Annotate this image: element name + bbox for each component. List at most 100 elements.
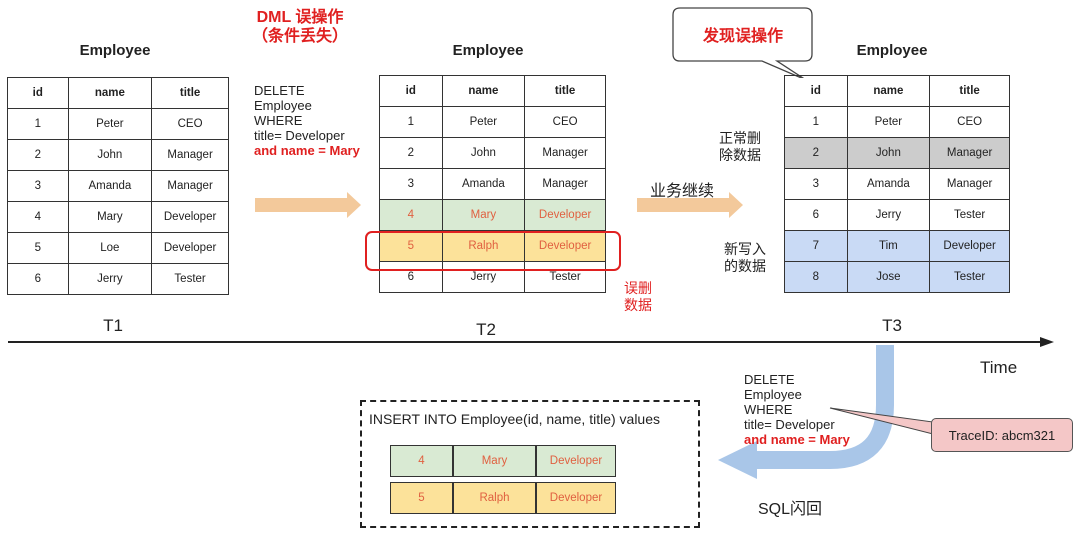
sql-line-condition: and name = Mary [254, 143, 360, 158]
table-header-row: id name title [7, 77, 229, 109]
dml-error-line2: （条件丢失） [251, 28, 348, 45]
cell: Developer [536, 445, 616, 477]
time-axis-label: Time [980, 358, 1018, 377]
t2-table-title: Employee [452, 42, 524, 59]
cell: Developer [524, 199, 606, 231]
cell: CEO [151, 108, 229, 140]
insert-sql-text: INSERT INTO Employee(id, name, title) va… [369, 411, 660, 427]
cell: 3 [784, 168, 848, 200]
cell: Developer [151, 232, 229, 264]
note-line: 误删 [624, 280, 652, 296]
cell: Developer [524, 230, 606, 262]
cell: Peter [846, 106, 931, 138]
cell: 1 [379, 106, 443, 138]
column-header: title [524, 75, 606, 107]
cell: Manager [151, 170, 229, 202]
sql-line: title= Developer [744, 417, 835, 432]
sql-line: DELETE [744, 372, 795, 387]
sql-line: Employee [744, 387, 802, 402]
cell: 5 [390, 482, 453, 514]
cell: Jerry [67, 263, 153, 295]
cell: 7 [784, 230, 848, 262]
callout-bubble-shape [672, 7, 813, 78]
cell: 6 [379, 261, 443, 293]
insert-statement-box [360, 400, 700, 528]
column-header: name [67, 77, 153, 109]
note-line: 新写入 [724, 241, 766, 257]
trace-id-badge: TraceID: abcm321 [931, 418, 1073, 452]
cell: 2 [7, 139, 69, 171]
cell: John [441, 137, 526, 169]
mistaken-delete-note: 误删 数据 [624, 280, 652, 314]
cell: Tester [929, 261, 1010, 293]
cell: 5 [379, 230, 443, 262]
sql-delete-statement-trace: DELETE Employee WHERE title= Developer a… [744, 372, 850, 447]
cell: Loe [67, 232, 153, 264]
column-header: name [846, 75, 931, 107]
column-header: id [784, 75, 848, 107]
cell: Jerry [846, 199, 931, 231]
dml-error-note: DML 误操作 （条件丢失） [240, 8, 360, 46]
cell: John [67, 139, 153, 171]
mistaken-row-highlight [365, 231, 621, 271]
sql-line: DELETE [254, 83, 305, 98]
sql-line: Employee [254, 98, 312, 113]
t3-time-label: T3 [882, 316, 902, 335]
sql-delete-statement: DELETE Employee WHERE title= Developer a… [254, 83, 360, 158]
cell: 6 [7, 263, 69, 295]
column-header: id [379, 75, 443, 107]
t1-time-label: T1 [103, 316, 123, 335]
t1-table-title: Employee [79, 42, 151, 59]
cell: Tester [151, 263, 229, 295]
cell: 1 [784, 106, 848, 138]
note-line: 除数据 [719, 147, 761, 163]
flashback-arrow-icon [718, 345, 894, 479]
table-header-row: id name title [379, 75, 606, 107]
cell: Manager [929, 137, 1010, 169]
right-arrow-icon [255, 192, 361, 218]
cell: 2 [784, 137, 848, 169]
cell: John [846, 137, 931, 169]
column-header: title [151, 77, 229, 109]
cell: Developer [536, 482, 616, 514]
note-line: 正常删 [719, 130, 761, 146]
cell: 4 [390, 445, 453, 477]
cell: Developer [151, 201, 229, 233]
cell: Mary [441, 199, 526, 231]
column-header: title [929, 75, 1010, 107]
sql-line-condition: and name = Mary [744, 432, 850, 447]
trace-callout-pointer [829, 407, 934, 435]
cell: Ralph [453, 482, 536, 514]
timeline-arrow [8, 337, 1054, 347]
cell: Tester [929, 199, 1010, 231]
discover-error-callout: 发现误操作 [702, 28, 783, 45]
cell: Mary [67, 201, 153, 233]
cell: Amanda [846, 168, 931, 200]
t2-time-label: T2 [476, 320, 496, 339]
right-arrow-icon [637, 192, 743, 218]
note-line: 的数据 [724, 258, 766, 274]
cell: 1 [7, 108, 69, 140]
column-header: id [7, 77, 69, 109]
cell: 2 [379, 137, 443, 169]
cell: Tester [524, 261, 606, 293]
cell: Manager [929, 168, 1010, 200]
sql-line: WHERE [254, 113, 303, 128]
